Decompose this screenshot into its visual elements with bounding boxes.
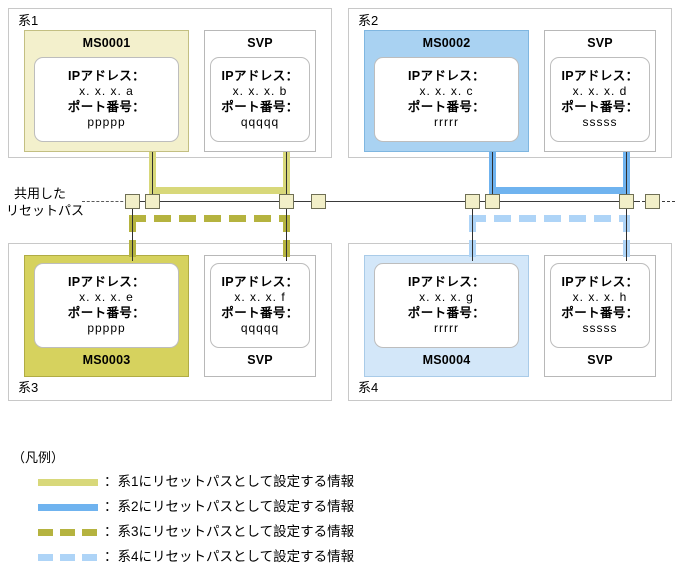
bus-node-5[interactable] (465, 194, 480, 209)
legend-title: （凡例） (12, 450, 65, 465)
svp4-ip-value: x. x. x. h (572, 290, 628, 304)
unit-svp-sys4-title: SVP (587, 353, 613, 367)
info-ms0002: IPアドレス： x. x. x. c ポート番号： rrrrr (374, 57, 519, 142)
ms0002-ip-label: IPアドレス： (407, 68, 486, 83)
svp1-ip-label: IPアドレス： (221, 68, 299, 83)
reset-path-label-line1: 共用した (14, 186, 67, 201)
legend-sep-sys3: ： (104, 524, 118, 539)
wire-ms0004-up (472, 201, 473, 261)
svp3-ip-value: x. x. x. f (234, 290, 286, 304)
ms0001-ip-value: x. x. x. a (79, 84, 134, 98)
unit-svp-sys3-title: SVP (247, 353, 273, 367)
path-sys1-horiz-join (149, 187, 290, 194)
path-sys2-horiz-join (489, 187, 630, 194)
ms0004-ip-value: x. x. x. g (419, 290, 474, 304)
ms0002-ip-value: x. x. x. c (419, 84, 474, 98)
legend-swatch-sys3 (38, 529, 98, 536)
bus-node-6[interactable] (485, 194, 500, 209)
path-sys4-horiz-dashed (469, 215, 629, 222)
bus-node-7[interactable] (619, 194, 634, 209)
bus-node-1[interactable] (125, 194, 140, 209)
legend-sep-sys2: ： (104, 499, 118, 514)
ms0003-port-value: ppppp (87, 321, 126, 335)
legend-swatch-sys2 (38, 504, 98, 511)
legend-label-sys2: 系2にリセットパスとして設定する情報 (117, 499, 355, 514)
svp4-port-value: sssss (582, 321, 618, 335)
wire-svp1-down (286, 152, 287, 202)
panel-sys2-label: 系2 (358, 13, 379, 28)
reset-path-label-line2: リセットパス (6, 203, 85, 218)
unit-ms0004-title: MS0004 (422, 353, 471, 367)
svp3-port-label: ポート番号： (221, 305, 299, 320)
panel-sys4-label: 系4 (358, 380, 379, 395)
legend-swatch-sys4 (38, 554, 98, 561)
legend-sep-sys4: ： (104, 549, 118, 564)
ms0002-port-label: ポート番号： (407, 99, 486, 114)
svp2-ip-value: x. x. x. d (572, 84, 628, 98)
legend-item-sys1: ：系1にリセットパスとして設定する情報 (0, 470, 679, 496)
ms0001-port-label: ポート番号： (67, 99, 146, 114)
bus-node-8[interactable] (645, 194, 660, 209)
wire-svp3-up (286, 201, 287, 261)
legend-label-sys3: 系3にリセットパスとして設定する情報 (117, 524, 355, 539)
svp2-ip-label: IPアドレス： (561, 68, 639, 83)
legend-label-sys4: 系4にリセットパスとして設定する情報 (117, 549, 355, 564)
legend-text-sys3: ：系3にリセットパスとして設定する情報 (104, 521, 354, 543)
svp3-ip-label: IPアドレス： (221, 274, 299, 289)
svp1-ip-value: x. x. x. b (232, 84, 288, 98)
legend-item-sys4: ：系4にリセットパスとして設定する情報 (0, 545, 679, 571)
info-svp-sys3: IPアドレス： x. x. x. f ポート番号： qqqqq (210, 263, 310, 348)
ms0002-port-value: rrrrr (434, 115, 459, 129)
info-svp-sys1: IPアドレス： x. x. x. b ポート番号： qqqqq (210, 57, 310, 142)
ms0003-port-label: ポート番号： (67, 305, 146, 320)
legend-text-sys2: ：系2にリセットパスとして設定する情報 (104, 496, 354, 518)
ms0004-port-value: rrrrr (434, 321, 459, 335)
wire-svp4-up (626, 201, 627, 261)
info-ms0004: IPアドレス： x. x. x. g ポート番号： rrrrr (374, 263, 519, 348)
unit-ms0001-title: MS0001 (82, 36, 131, 50)
svp4-ip-label: IPアドレス： (561, 274, 639, 289)
wire-ms0003-up (132, 201, 133, 261)
legend-swatch-sys1 (38, 479, 98, 486)
wire-ms0001-down (152, 152, 153, 202)
unit-svp-sys1-title: SVP (247, 36, 273, 50)
legend-item-sys2: ：系2にリセットパスとして設定する情報 (0, 495, 679, 521)
legend-text-sys4: ：系4にリセットパスとして設定する情報 (104, 546, 354, 568)
svp3-port-value: qqqqq (240, 321, 280, 335)
svp1-port-value: qqqqq (240, 115, 280, 129)
ms0004-port-label: ポート番号： (407, 305, 486, 320)
legend-label-sys1: 系1にリセットパスとして設定する情報 (117, 474, 355, 489)
wire-ms0002-down (492, 152, 493, 202)
unit-svp-sys2-title: SVP (587, 36, 613, 50)
info-ms0003: IPアドレス： x. x. x. e ポート番号： ppppp (34, 263, 179, 348)
legend-sep-sys1: ： (104, 474, 118, 489)
ms0003-ip-label: IPアドレス： (67, 274, 146, 289)
reset-path-leader (82, 201, 128, 202)
path-sys3-horiz-dashed (129, 215, 289, 222)
bus-node-2[interactable] (145, 194, 160, 209)
legend-item-sys3: ：系3にリセットパスとして設定する情報 (0, 520, 679, 546)
reset-path-bus (126, 201, 638, 202)
svp1-port-label: ポート番号： (221, 99, 299, 114)
info-svp-sys2: IPアドレス： x. x. x. d ポート番号： sssss (550, 57, 650, 142)
info-ms0001: IPアドレス： x. x. x. a ポート番号： ppppp (34, 57, 179, 142)
wire-svp2-down (626, 152, 627, 202)
panel-sys1-label: 系1 (18, 13, 39, 28)
unit-ms0002-title: MS0002 (422, 36, 471, 50)
svp2-port-label: ポート番号： (561, 99, 639, 114)
panel-sys3-label: 系3 (18, 380, 39, 395)
legend-text-sys1: ：系1にリセットパスとして設定する情報 (104, 471, 354, 493)
bus-node-4[interactable] (311, 194, 326, 209)
svp4-port-label: ポート番号： (561, 305, 639, 320)
ms0001-ip-label: IPアドレス： (67, 68, 146, 83)
info-svp-sys4: IPアドレス： x. x. x. h ポート番号： sssss (550, 263, 650, 348)
ms0003-ip-value: x. x. x. e (79, 290, 134, 304)
bus-node-3[interactable] (279, 194, 294, 209)
svp2-port-value: sssss (582, 115, 618, 129)
ms0004-ip-label: IPアドレス： (407, 274, 486, 289)
unit-ms0003-title: MS0003 (82, 353, 131, 367)
ms0001-port-value: ppppp (87, 115, 126, 129)
